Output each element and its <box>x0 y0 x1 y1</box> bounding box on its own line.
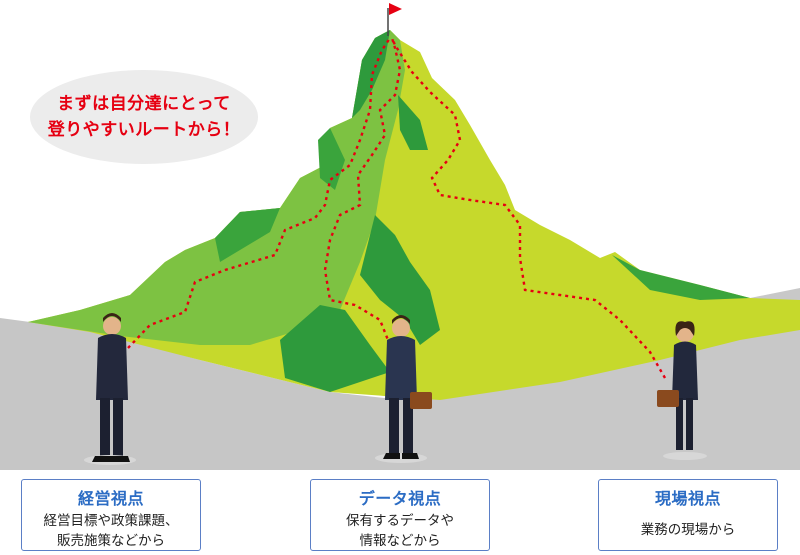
viewpoint-desc-line1: 保有するデータや <box>346 513 454 529</box>
route-field <box>390 37 667 379</box>
viewpoint-desc-line1: 業務の現場から <box>640 522 736 538</box>
mountain-shadow-2 <box>398 95 428 150</box>
mountain-left-face <box>28 30 405 345</box>
viewpoint-desc-line2: 情報などから <box>359 532 441 549</box>
viewpoint-desc-line1: 経営目標や政策課題、 <box>43 513 179 529</box>
viewpoint-title: 現場視点 <box>654 489 721 508</box>
viewpoint-card-field: 現場視点 業務の現場から <box>598 479 778 551</box>
viewpoint-card-management: 経営視点 経営目標や政策課題、 販売施策などから <box>21 479 201 551</box>
viewpoint-title: 経営視点 <box>77 489 144 508</box>
speech-bubble: まずは自分達にとって 登りやすいルートから！ <box>30 70 258 164</box>
viewpoint-desc-line2: 販売施策などから <box>57 532 165 549</box>
route-data <box>323 37 402 346</box>
mountain-shadow-7 <box>612 255 750 300</box>
viewpoint-title: データ視点 <box>358 489 442 508</box>
mountain-shadow-3 <box>360 215 440 345</box>
flag-icon <box>389 3 402 15</box>
businessman-data <box>375 315 432 463</box>
viewpoint-card-data: データ視点 保有するデータや 情報などから <box>310 479 490 551</box>
speech-bubble-line1: まずは自分達にとって <box>57 93 231 114</box>
mountain-shadow-4 <box>215 208 280 262</box>
route-management <box>127 37 391 349</box>
businessman-management <box>84 313 136 465</box>
businesswoman-field <box>657 321 707 460</box>
speech-bubble-line2: 登りやすいルートから！ <box>47 120 241 140</box>
mountain-shadow-5 <box>280 305 390 392</box>
